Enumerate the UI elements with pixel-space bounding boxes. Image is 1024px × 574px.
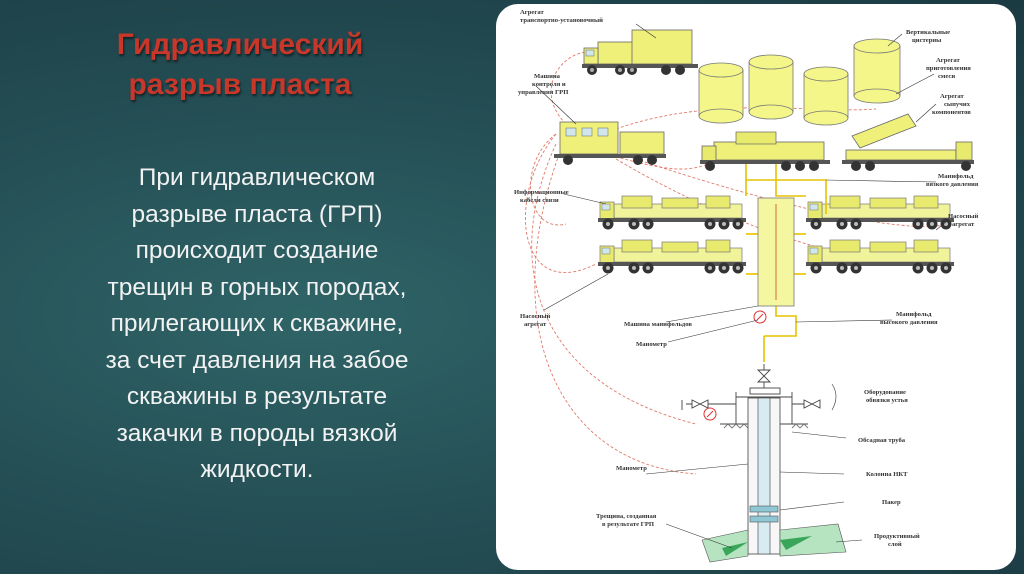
label-transport-unit: Агрегат [520, 9, 544, 16]
bulk-components-truck [842, 113, 974, 171]
label-control-unit: управления ГРП [518, 89, 568, 96]
label-pump-unit: Насосный [948, 213, 979, 220]
body-line: за счет давления на забое [105, 346, 409, 374]
body-line: При гидравлическом [138, 164, 376, 191]
label-fracture: в результате ГРП [602, 521, 654, 528]
vertical-tanks [698, 38, 901, 126]
label-info-cables: кабели связи [520, 197, 559, 204]
label-fracture: Трещина, созданная [596, 513, 657, 520]
body-line: трещин в горных породах, [107, 273, 407, 301]
label-info-cables: Информационные [514, 189, 569, 196]
label-productive-layer: Продуктивный [874, 533, 920, 540]
hydrofrac-diagram: Агрегат транспортно-установочный Вертика… [514, 9, 979, 563]
pressure-gauge-icon [753, 310, 767, 324]
label-mix-unit: смеси [938, 73, 955, 80]
label-manifold-high: высокого давления [880, 319, 938, 326]
label-bulk-unit: Агрегат [940, 93, 964, 100]
label-productive-layer: слой [888, 541, 902, 548]
label-control-unit: контроля и [532, 81, 566, 88]
label-gauge: Манометр [616, 465, 647, 472]
body-line: скважины в результате [126, 383, 388, 410]
pump-unit-truck [597, 239, 747, 274]
label-casing: Обсадная труба [858, 437, 906, 444]
transport-unit-truck [581, 29, 698, 76]
body-line: закачки в породы вязкой [116, 419, 398, 447]
label-tanks: Вертикальные [906, 29, 950, 36]
label-manifold-high: Манифольд [896, 311, 932, 318]
label-bulk-unit: компонентов [932, 109, 971, 116]
slide-body-text: При гидравлическом разрыве пласта (ГРП) … [22, 160, 492, 489]
label-manifold-low: Манифольд [938, 173, 974, 180]
label-mix-unit: Агрегат [936, 57, 960, 64]
slide-title-line: разрыв пласта [128, 68, 352, 101]
slide-title: Гидравлический разрыв пласта [60, 25, 420, 105]
control-unit-truck [554, 121, 666, 165]
mixing-unit-truck [700, 131, 830, 171]
hydrofrac-diagram-panel: Агрегат транспортно-установочный Вертика… [496, 4, 1016, 570]
label-transport-unit: транспортно-установочный [520, 17, 603, 24]
slide-title-line: Гидравлический [116, 28, 364, 61]
body-line: прилегающих к скважине, [110, 310, 404, 337]
label-tubing: Колонна НКТ [866, 471, 908, 478]
label-manifold-low: вязкого давления [926, 181, 979, 188]
pump-unit-truck [805, 239, 955, 274]
wellhead-equipment [681, 364, 821, 429]
leader-lines [535, 23, 947, 549]
label-gauge: Манометр [636, 341, 667, 348]
label-control-unit: Машина [534, 73, 561, 80]
label-manifold-machine: Машина манифольдов [624, 321, 692, 328]
label-tanks: цистерны [912, 37, 941, 44]
well-column [747, 397, 781, 555]
label-wellhead: обвязки устья [866, 397, 908, 404]
body-line: разрыве пласта (ГРП) [131, 200, 383, 228]
pump-unit-truck [805, 195, 955, 230]
fracture-zone [701, 523, 847, 563]
label-pump-unit: агрегат [524, 321, 547, 328]
label-mix-unit: приготовления [926, 65, 971, 72]
label-wellhead: Оборудование [864, 389, 906, 396]
label-bulk-unit: сыпучих [944, 101, 971, 108]
manifold-machine [757, 197, 795, 307]
diagram-labels: Агрегат транспортно-установочный Вертика… [514, 9, 979, 548]
label-packer: Пакер [882, 499, 901, 506]
pump-unit-truck [597, 195, 747, 230]
body-line: происходит создание [135, 237, 379, 264]
label-pump-unit: Насосный [520, 313, 551, 320]
pressure-gauge-bottom-icon [703, 407, 717, 421]
body-line: жидкости. [200, 456, 314, 483]
label-pump-unit: агрегат [952, 221, 975, 228]
